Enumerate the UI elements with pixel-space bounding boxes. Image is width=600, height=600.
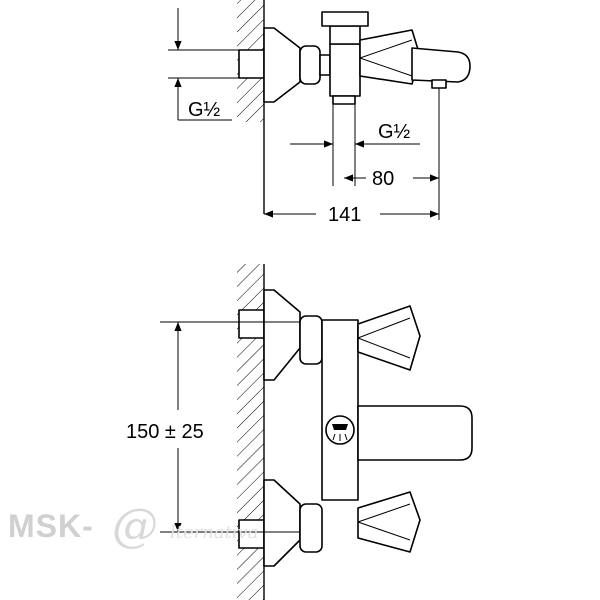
outlet-stub-top [332, 95, 356, 105]
watermark-brand: MSK- [8, 508, 94, 544]
connector-top [319, 54, 331, 76]
handle-upper-line-b [357, 337, 411, 359]
escutcheon-top [263, 27, 301, 103]
watermark-at: @ [112, 498, 158, 552]
handle-upper-line-a [357, 317, 411, 339]
nut-lower [299, 503, 323, 553]
thread-label-left: G½ [188, 99, 221, 121]
handle-lower-line-a [357, 503, 411, 523]
handle-upper [357, 305, 421, 371]
inlet-pipe-top [238, 49, 265, 79]
watermark-sub: lternativa [170, 522, 259, 543]
spout-aerator-top [431, 79, 447, 89]
dim-141: 141 [328, 204, 361, 226]
mixer-body-top [329, 43, 361, 97]
handle-lower [357, 491, 421, 553]
side-view: G½ G½ 80 141 [168, 0, 471, 226]
dim-150: 150 ± 25 [126, 421, 204, 443]
spout-top [411, 47, 471, 83]
dim-80: 80 [372, 168, 394, 190]
escutcheon-upper [263, 289, 301, 381]
shower-head-icon [325, 415, 355, 445]
mixer-body-front [321, 319, 359, 501]
body-outlet-arm [357, 405, 473, 461]
valve-cap-top [321, 11, 369, 27]
handle-line-b [359, 57, 413, 77]
valve-stem-top [329, 25, 361, 45]
thread-label-right: G½ [378, 121, 411, 143]
nut-upper [299, 315, 323, 365]
handle-lower-line-b [357, 521, 411, 541]
nut-top [299, 45, 321, 85]
inlet-pipe-upper [238, 309, 265, 339]
escutcheon-lower [263, 479, 301, 567]
handle-line-a [359, 39, 413, 59]
front-view: 150 ± 25 [126, 264, 473, 600]
